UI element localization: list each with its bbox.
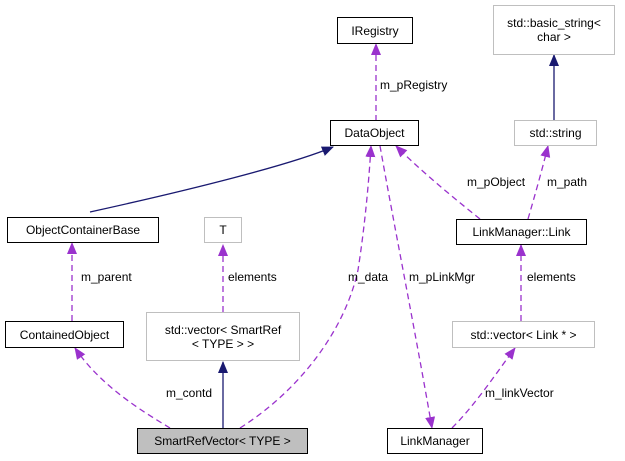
node-objectcontainerbase-label: ObjectContainerBase xyxy=(25,223,141,237)
node-containedobject[interactable]: ContainedObject xyxy=(5,321,124,348)
node-containedobject-label: ContainedObject xyxy=(19,327,110,342)
edge-label-m-data: m_data xyxy=(348,270,389,284)
node-smartrefvector-label: SmartRefVector< TYPE > xyxy=(154,434,291,448)
edge-linkmanager-to-vectorlink xyxy=(451,347,516,429)
node-linkmanager[interactable]: LinkManager xyxy=(387,428,483,454)
node-vector-smartref-label: std::vector< SmartRef < TYPE > > xyxy=(164,322,282,351)
edge-objectcontainerbase-to-dataobject xyxy=(89,146,334,213)
node-std-string-label: std::string xyxy=(529,126,582,140)
node-linkmanager-label: LinkManager xyxy=(400,434,470,448)
node-std-string[interactable]: std::string xyxy=(514,120,597,146)
node-basic-string-label: std::basic_string< char > xyxy=(507,16,601,44)
edge-dataobject-to-linkmanager xyxy=(379,145,436,429)
edge-label-m-parent: m_parent xyxy=(81,270,132,284)
edge-smartrefvector-to-containedobject xyxy=(74,347,171,429)
edge-label-m-pregistry: m_pRegistry xyxy=(380,78,448,92)
edge-link-to-dataobject xyxy=(395,145,481,220)
edge-label-m-path: m_path xyxy=(547,175,588,189)
node-linkmanager-link-label: LinkManager::Link xyxy=(472,225,571,239)
node-t-label: T xyxy=(219,223,227,237)
edge-link-to-string xyxy=(527,145,551,220)
node-linkmanager-link[interactable]: LinkManager::Link xyxy=(456,219,587,245)
node-vector-link[interactable]: std::vector< Link * > xyxy=(452,321,595,348)
node-smartrefvector: SmartRefVector< TYPE > xyxy=(137,428,308,454)
node-dataobject-label: DataObject xyxy=(344,126,405,140)
node-dataobject[interactable]: DataObject xyxy=(330,120,419,146)
edge-label-m-contd: m_contd xyxy=(166,386,213,400)
node-objectcontainerbase[interactable]: ObjectContainerBase xyxy=(7,217,159,243)
edge-label-m-plinkmgr: m_pLinkMgr xyxy=(409,270,476,284)
edge-label-elements-t: elements xyxy=(228,270,277,284)
node-iregistry[interactable]: IRegistry xyxy=(337,17,413,44)
node-vector-smartref[interactable]: std::vector< SmartRef < TYPE > > xyxy=(146,312,300,361)
edge-label-elements-link: elements xyxy=(527,270,576,284)
edge-label-m-pobject: m_pObject xyxy=(467,175,526,189)
node-t[interactable]: T xyxy=(204,217,242,243)
node-iregistry-label: IRegistry xyxy=(351,23,399,38)
node-basic-string[interactable]: std::basic_string< char > xyxy=(493,5,615,55)
edge-smartrefvector-to-dataobject xyxy=(239,145,376,429)
edge-label-m-linkvector: m_linkVector xyxy=(485,386,554,400)
node-vector-link-label: std::vector< Link * > xyxy=(470,327,577,342)
